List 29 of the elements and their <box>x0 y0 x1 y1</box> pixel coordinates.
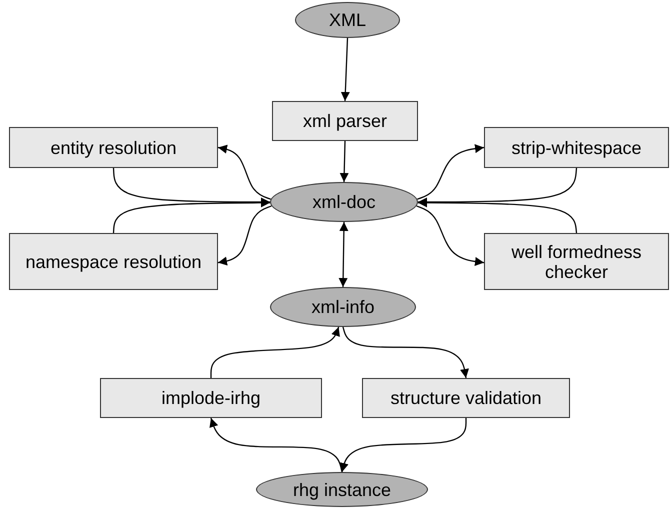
arrow <box>218 144 271 200</box>
process-box <box>484 233 669 290</box>
node-label: xml-info <box>311 297 374 317</box>
process-box <box>484 127 669 168</box>
node-label: strip-whitespace <box>511 138 642 158</box>
node-label: rhg instance <box>292 480 392 500</box>
node-label: well formedness checker <box>510 242 643 282</box>
arrow <box>340 38 350 102</box>
arrow <box>218 205 272 266</box>
process-box <box>100 378 322 418</box>
node-label: structure validation <box>390 388 542 408</box>
arrow <box>340 140 349 182</box>
arrow <box>210 326 340 378</box>
process-box <box>9 127 218 168</box>
arrow <box>210 418 343 472</box>
arrow <box>416 205 484 266</box>
node-label: xml parser <box>302 111 387 131</box>
process-box <box>272 101 418 141</box>
arrow <box>342 326 469 378</box>
arrow <box>338 222 348 288</box>
node-label: xml-doc <box>312 192 376 212</box>
node-label: entity resolution <box>50 138 177 158</box>
node-label: XML <box>328 10 366 30</box>
process-box <box>362 378 570 418</box>
process-box <box>9 233 218 290</box>
arrow <box>417 144 484 200</box>
node-label: implode-irhg <box>161 388 261 408</box>
arrow <box>340 418 467 472</box>
node-label: namespace resolution <box>25 252 202 272</box>
